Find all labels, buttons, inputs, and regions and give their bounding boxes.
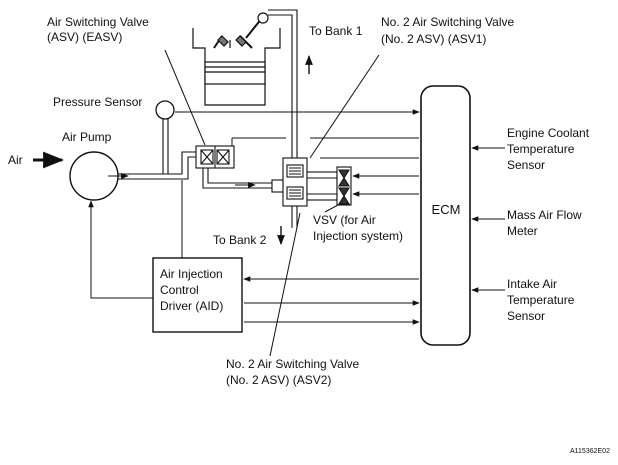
label-asv1-2: (No. 2 ASV) (ASV1) xyxy=(381,32,486,46)
figure-code: A115362E02 xyxy=(570,448,610,455)
aid-box xyxy=(152,257,243,333)
ecm-box: ECM xyxy=(420,85,471,346)
label-asv2-2: (No. 2 ASV) (ASV2) xyxy=(226,373,331,387)
label-engine-coolant-2: Temperature xyxy=(507,142,575,156)
labels: Air Switching Valve (ASV) (EASV) To Bank… xyxy=(8,15,610,455)
label-asv-easv-1: Air Switching Valve xyxy=(47,15,149,29)
label-intake-air-3: Sensor xyxy=(507,309,545,323)
air-pipes xyxy=(118,9,298,228)
signal-wires xyxy=(88,49,505,357)
no2-asv-assembly xyxy=(271,157,352,207)
label-asv2-1: No. 2 Air Switching Valve xyxy=(226,357,359,371)
label-air-pump: Air Pump xyxy=(62,130,112,144)
label-aid-2: Control xyxy=(160,283,199,297)
label-aid-3: Driver (AID) xyxy=(160,299,223,313)
label-vsv-2: Injection system) xyxy=(313,229,403,243)
label-asv-easv-2: (ASV) (EASV) xyxy=(47,30,122,44)
engine-cylinder xyxy=(192,12,281,106)
label-intake-air-1: Intake Air xyxy=(507,277,557,291)
label-engine-coolant-3: Sensor xyxy=(507,158,545,172)
label-mass-air-flow-2: Meter xyxy=(507,224,538,238)
ecm-label: ECM xyxy=(432,202,461,217)
flow-arrows xyxy=(33,55,313,245)
label-pressure-sensor: Pressure Sensor xyxy=(53,95,142,109)
label-engine-coolant-1: Engine Coolant xyxy=(507,126,590,140)
label-to-bank1: To Bank 1 xyxy=(309,24,363,38)
label-to-bank2: To Bank 2 xyxy=(213,233,267,247)
easv-valve xyxy=(195,145,235,169)
pressure-sensor xyxy=(155,100,175,120)
label-air: Air xyxy=(8,153,23,167)
label-vsv-1: VSV (for Air xyxy=(313,213,376,227)
label-asv1-1: No. 2 Air Switching Valve xyxy=(381,15,514,29)
label-intake-air-2: Temperature xyxy=(507,293,575,307)
label-mass-air-flow-1: Mass Air Flow xyxy=(507,208,582,222)
label-aid-1: Air Injection xyxy=(160,267,223,281)
